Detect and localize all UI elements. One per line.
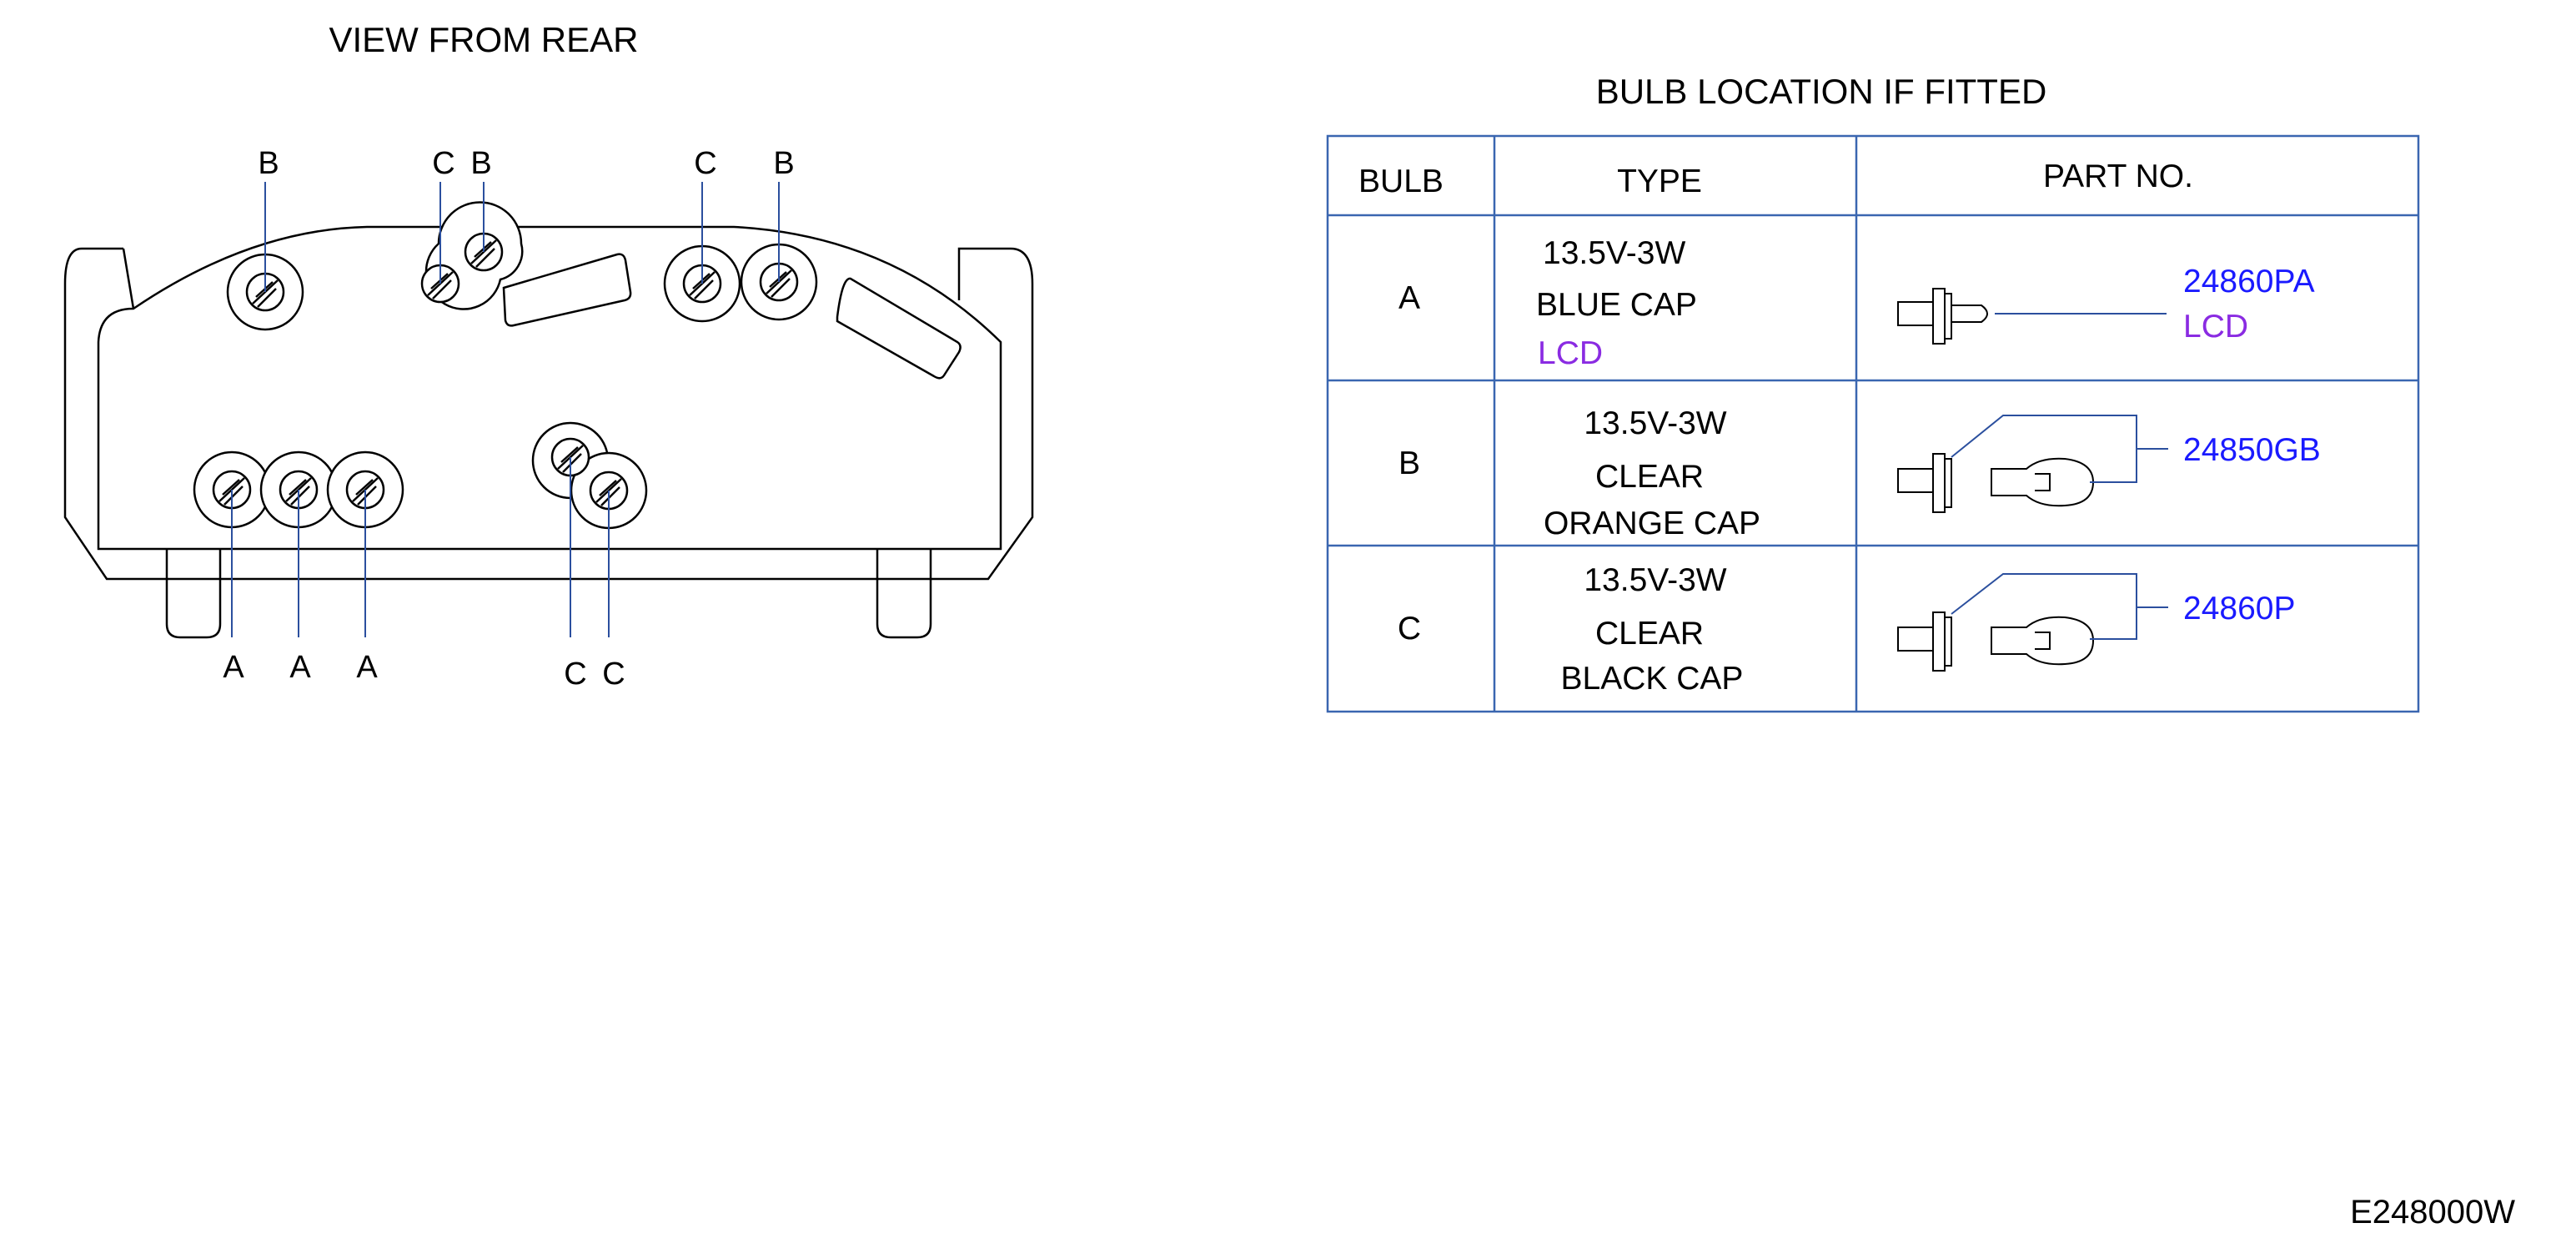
bulb-table: BULB LOCATION IF FITTED BULB TYPE PART N… — [1326, 72, 2420, 713]
bulb-id: B — [1398, 445, 1420, 481]
bulb-id: A — [1398, 280, 1420, 316]
header-type: TYPE — [1617, 164, 1702, 199]
type-line: BLUE CAP — [1536, 287, 1697, 323]
type-line: 13.5V-3W — [1584, 562, 1726, 598]
type-line: 13.5V-3W — [1584, 405, 1726, 441]
table-row: B 13.5V-3W CLEAR ORANGE CAP 24850GB — [1398, 405, 2321, 541]
bulb-c-socket-icon — [1897, 611, 2095, 672]
socket-label-c: C — [564, 657, 586, 692]
bulb-b-socket-icon — [1897, 453, 2095, 513]
leader-line — [1951, 573, 2168, 640]
header-part-no: PART NO. — [2043, 159, 2193, 194]
socket-label-a: A — [289, 650, 311, 685]
socket-label-b: B — [470, 146, 491, 181]
socket-label-c: C — [602, 657, 625, 692]
leader-lines — [231, 182, 780, 637]
bulb-a-wedge-icon — [1897, 288, 1988, 345]
table-row: C 13.5V-3W CLEAR BLACK CAP 24860P — [1398, 562, 2296, 697]
socket-label-a: A — [356, 650, 378, 685]
socket-label-c: C — [694, 146, 716, 181]
socket-label-a: A — [223, 650, 244, 685]
header-bulb: BULB — [1358, 164, 1444, 199]
figure-code: E248000W — [2350, 1194, 2515, 1230]
part-number: 24860P — [2183, 591, 2295, 627]
part-number: 24860PA — [2183, 264, 2315, 299]
part-note-lcd: LCD — [2183, 309, 2248, 345]
socket-label-b: B — [773, 146, 794, 181]
table-grid — [1326, 134, 2420, 713]
leader-line — [1951, 415, 2168, 483]
type-line: CLEAR — [1595, 459, 1704, 495]
type-line: CLEAR — [1595, 616, 1704, 652]
type-line: ORANGE CAP — [1544, 506, 1760, 541]
table-row: A 13.5V-3W BLUE CAP LCD 24860PA LCD — [1398, 235, 2315, 371]
socket-label-b: B — [258, 146, 279, 181]
type-line: 13.5V-3W — [1543, 235, 1685, 271]
socket-label-c: C — [432, 146, 454, 181]
rear-view: VIEW FROM REAR — [63, 20, 1034, 692]
cluster-outline — [63, 225, 1034, 639]
table-title: BULB LOCATION IF FITTED — [1596, 72, 2047, 111]
type-line: BLACK CAP — [1561, 661, 1744, 697]
part-number: 24850GB — [2183, 432, 2321, 468]
bulb-id: C — [1398, 611, 1421, 647]
type-line-lcd: LCD — [1538, 335, 1603, 371]
rear-view-title: VIEW FROM REAR — [329, 20, 638, 59]
